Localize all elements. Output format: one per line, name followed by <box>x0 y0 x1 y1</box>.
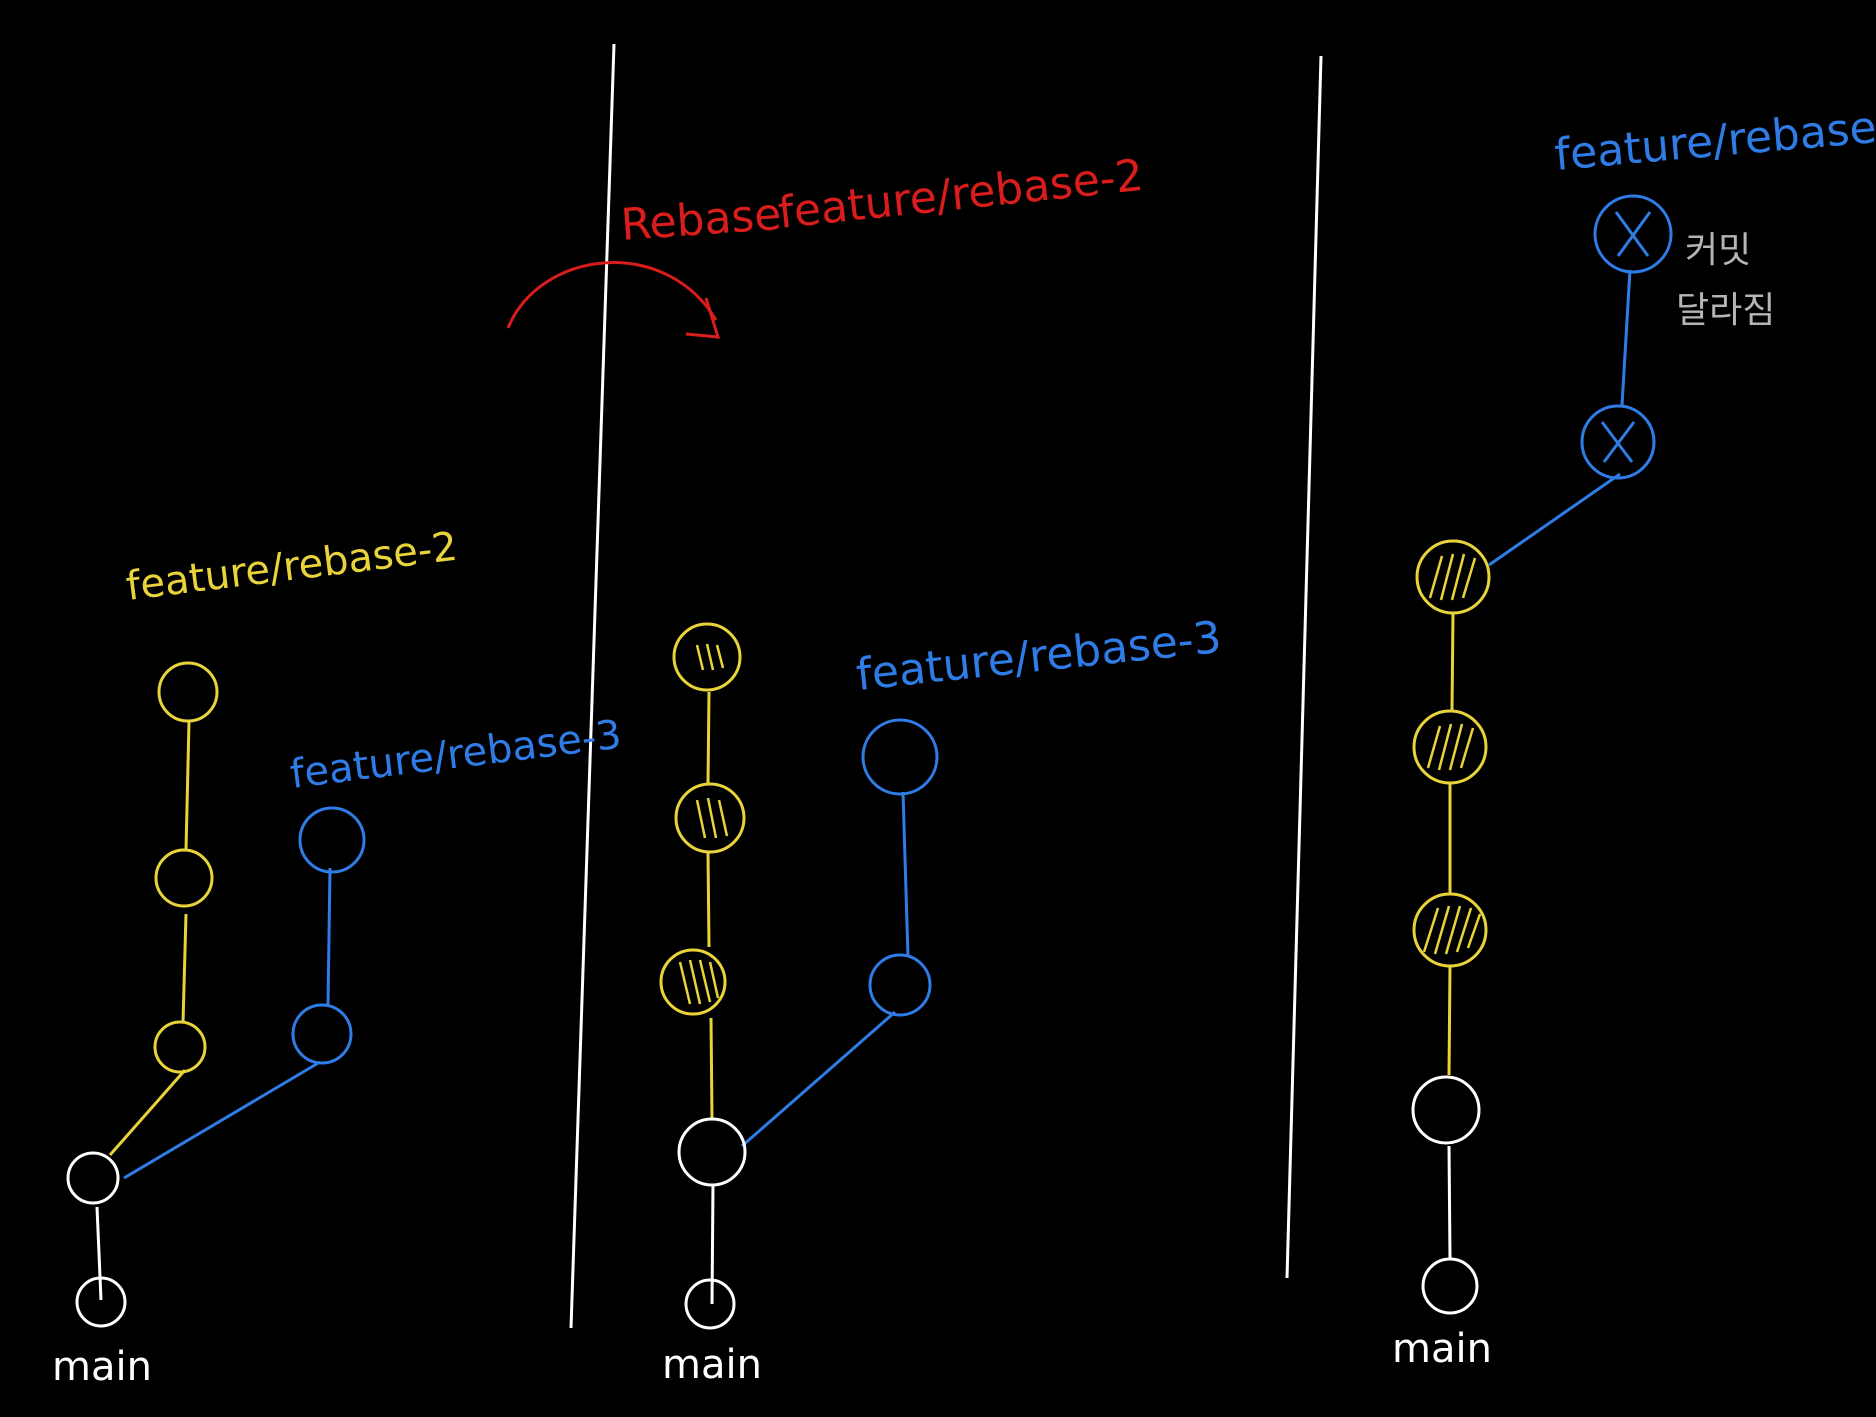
edge-rebase2-base <box>1447 965 1452 1076</box>
commit-rebase2-rebased-3 <box>1415 539 1491 615</box>
divider-left <box>569 43 616 1329</box>
edge-rebase3-base <box>741 1010 896 1148</box>
commit-main-1 <box>75 1276 127 1328</box>
edge-rebase2-2 <box>706 691 711 785</box>
commit-rebase2-rebased-2 <box>674 782 746 854</box>
label-main: main <box>1392 1326 1492 1372</box>
commit-rebase2-rebased-2 <box>1412 709 1488 785</box>
commit-main-1 <box>1421 1257 1479 1315</box>
rebase-arrow-head <box>685 297 721 339</box>
edge-rebase2-2 <box>1450 612 1455 712</box>
edge-rebase3-base <box>1488 472 1621 567</box>
edge-rebase2-base <box>108 1069 187 1156</box>
edge-rebase2-1 <box>706 851 711 948</box>
label-main: main <box>662 1342 762 1388</box>
rebase-arrow <box>506 261 718 329</box>
commit-rebase3-changed-1 <box>1580 404 1656 480</box>
commit-main-2 <box>66 1151 120 1205</box>
commit-rebase3-2 <box>861 718 939 796</box>
edge-rebase3-1 <box>1620 269 1632 406</box>
commit-rebase3-2 <box>298 806 366 874</box>
edge-rebase3-1 <box>901 791 910 958</box>
commit-rebase3-1 <box>868 953 932 1017</box>
commit-rebase2-rebased-3 <box>672 622 742 692</box>
commit-main-2 <box>1411 1075 1481 1145</box>
edge-rebase2-1 <box>181 913 188 1024</box>
commit-rebase2-rebased-1 <box>659 948 727 1016</box>
commit-rebase2-2 <box>154 848 214 908</box>
commit-rebase2-1 <box>153 1020 207 1074</box>
edge-rebase3-base <box>123 1060 321 1180</box>
divider-right <box>1285 55 1323 1279</box>
edge-rebase2-base <box>709 1017 714 1121</box>
commit-rebase2-rebased-1 <box>1412 892 1488 968</box>
edge-main-1 <box>95 1206 103 1301</box>
edge-rebase2-2 <box>184 721 191 851</box>
label-main: main <box>52 1344 152 1390</box>
commit-main-2 <box>677 1117 747 1187</box>
commit-rebase3-changed-2 <box>1593 194 1673 274</box>
rebase-action-label: Rebase <box>619 189 783 251</box>
note-line-2: 달라짐 <box>1676 290 1775 331</box>
commit-main-1 <box>684 1278 736 1330</box>
commit-rebase2-3 <box>157 661 219 723</box>
edge-main-1 <box>1447 1145 1452 1259</box>
edge-rebase3-1 <box>326 867 332 1006</box>
commit-rebase3-1 <box>291 1003 353 1065</box>
edge-main-1 <box>710 1184 715 1305</box>
note-line-1: 커밋 <box>1685 230 1751 271</box>
